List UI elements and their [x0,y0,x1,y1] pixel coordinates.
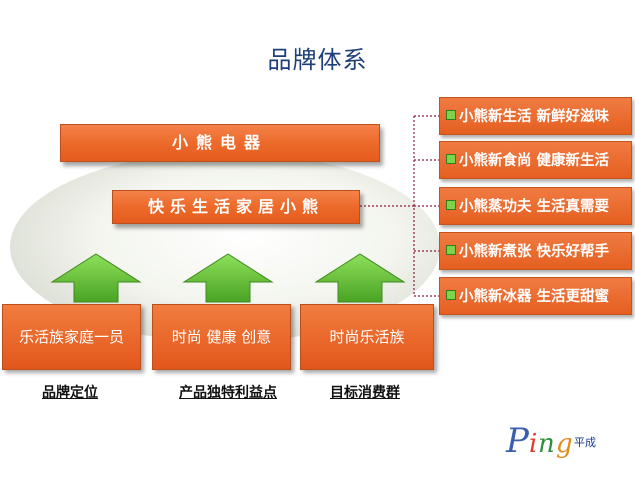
product-line-text: 小熊新生活 新鲜好滋味 [459,109,610,125]
bullet-square-icon [446,290,456,300]
pillar-label: 目标消费群 [330,385,400,401]
pillar-label: 产品独特利益点 [179,385,277,401]
product-line-text: 小熊新煮张 快乐好帮手 [459,244,610,260]
product-line-item: 小熊蒸功夫 生活真需要 [439,187,632,225]
up-arrow-icon [314,253,406,303]
svg-text:平成: 平成 [574,436,596,449]
bullet-square-icon [446,110,456,120]
pillar-label: 品牌定位 [42,385,98,401]
product-line-text: 小熊新食尚 健康新生活 [459,153,610,169]
product-line-text: 小熊新冰器 生活更甜蜜 [459,289,610,305]
page-title: 品牌体系 [267,46,368,74]
pillar-box: 时尚乐活族 [300,304,434,370]
bullet-square-icon [446,245,456,255]
pillar-box: 时尚 健康 创意 [152,304,291,370]
up-arrow-icon [50,253,142,303]
pillar-box: 乐活族家庭一员 [2,304,141,370]
product-line-item: 小熊新煮张 快乐好帮手 [439,232,632,270]
svg-text:n: n [538,429,555,459]
product-line-item: 小熊新生活 新鲜好滋味 [439,97,632,135]
bullet-square-icon [446,154,456,164]
product-line-text: 小熊蒸功夫 生活真需要 [459,199,610,215]
svg-text:i: i [529,429,537,459]
bullet-square-icon [446,200,456,210]
ping-logo: P i n g 平成 [505,421,596,461]
svg-text:P: P [505,421,530,461]
product-line-item: 小熊新食尚 健康新生活 [439,141,632,179]
up-arrow-icon [182,253,274,303]
product-line-item: 小熊新冰器 生活更甜蜜 [439,277,632,315]
brand-slogan-bar: 快乐生活家居小熊 [112,190,360,224]
svg-text:g: g [556,429,573,459]
brand-top-bar: 小熊电器 [60,124,380,162]
